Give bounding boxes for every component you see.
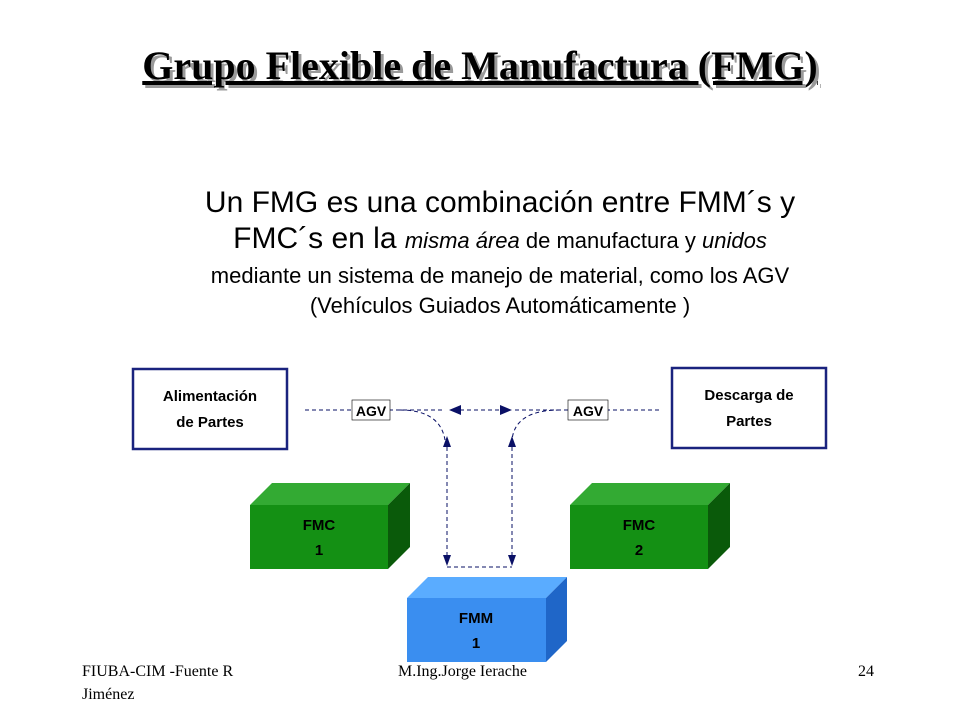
slide-title: Grupo Flexible de Manufactura (FMG) [142,43,818,88]
fmc-2-label-1: FMC [623,517,656,534]
arrow-up-left-icon [443,436,451,447]
emphasis-unidos: unidos [702,228,767,253]
footer-author: M.Ing.Jorge Ierache [398,663,527,680]
arrow-down-right-icon [508,555,516,566]
fmc-1-side [388,483,410,569]
agv-left-badge [351,399,391,421]
agv-curve-left [399,409,446,441]
agv-curve-right [511,409,561,441]
emphasis-misma-area: misma área [404,228,520,253]
paragraph-line-4: (Vehículos Guiados Automáticamente ) [309,293,691,318]
alimentacion-box [131,367,289,451]
fmm-1-label-1: FMM [459,610,493,627]
agv-right-badge [567,399,609,421]
fmc-1-top [250,483,410,505]
paragraph-line-2-c: de manufactura y [519,228,702,253]
paragraph-line-1: Un FMG es una combinación entre FMM´s y [204,186,796,219]
fmc-1-block: FMC 1 [250,483,410,569]
fmm-1-block: FMM 1 [407,577,567,662]
agv-left-label: AGV [356,403,387,419]
descarga-box [670,366,828,450]
descarga-label-1: Descarga de [704,387,793,404]
fmc-2-label-2: 2 [635,542,643,559]
fmc-2-top [570,483,730,505]
fmc-1-label-1: FMC [303,517,336,534]
arrow-up-right-icon [508,436,516,447]
paragraph-line-2: FMC´s en la misma área de manufactura y … [90,222,910,257]
fmc-1-label-2: 1 [315,542,323,559]
fmc-2-block: FMC 2 [570,483,730,569]
paragraph-line-2-a: FMC´s en la [233,222,405,255]
paragraph-line-3: mediante un sistema de manejo de materia… [210,263,790,288]
footer-source-line-1: FIUBA-CIM -Fuente R [82,663,234,680]
footer-page-number: 24 [858,663,874,680]
footer-source-line-2: Jiménez [82,686,135,703]
fmm-1-side [546,577,567,662]
agv-right-label: AGV [573,403,604,419]
fmm-1-top [407,577,567,598]
descarga-label-2: Partes [726,413,772,430]
fmc-1-front [250,505,388,569]
arrow-left-icon [449,405,461,415]
alimentacion-label-1: Alimentación [163,388,257,405]
fmm-1-label-2: 1 [472,635,480,652]
fmc-2-side [708,483,730,569]
arrow-right-icon [500,405,512,415]
fmc-2-front [570,505,708,569]
alimentacion-label-2: de Partes [176,414,244,431]
fmm-1-front [407,598,546,662]
arrow-down-left-icon [443,555,451,566]
